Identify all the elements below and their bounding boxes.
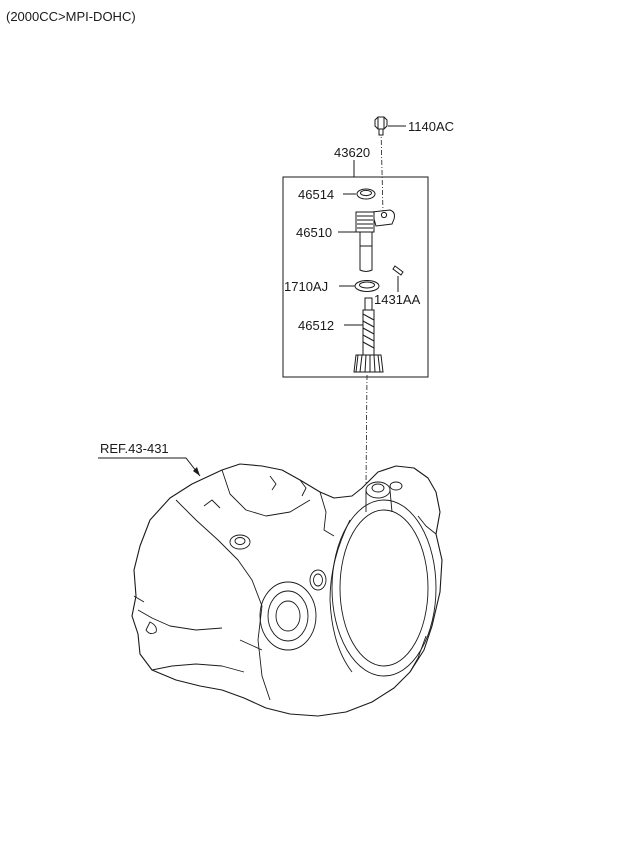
leader-arrowhead xyxy=(193,467,200,476)
centerline-lower xyxy=(365,374,368,486)
o-ring-1710aj xyxy=(354,280,380,292)
label-ref-43-431[interactable]: REF.43-431 xyxy=(100,441,169,456)
label-46512[interactable]: 46512 xyxy=(298,318,334,333)
pin-1431aa xyxy=(392,265,404,276)
label-46510[interactable]: 46510 xyxy=(296,225,332,240)
centerline-upper xyxy=(380,129,384,213)
o-ring-46514 xyxy=(356,188,376,200)
driven-gear-46512 xyxy=(353,297,384,373)
transaxle-case xyxy=(131,463,443,717)
label-46514[interactable]: 46514 xyxy=(298,187,334,202)
leader-ref-43-431 xyxy=(98,457,201,477)
assembly-box xyxy=(282,176,429,378)
engine-spec-title: (2000CC>MPI-DOHC) xyxy=(6,9,136,24)
label-1710aj[interactable]: 1710AJ xyxy=(284,279,328,294)
sleeve-46510 xyxy=(355,209,395,272)
label-43620[interactable]: 43620 xyxy=(334,145,370,160)
label-1431aa[interactable]: 1431AA xyxy=(374,292,421,307)
label-1140ac[interactable]: 1140AC xyxy=(408,119,454,134)
bolt-1140ac xyxy=(374,116,388,136)
